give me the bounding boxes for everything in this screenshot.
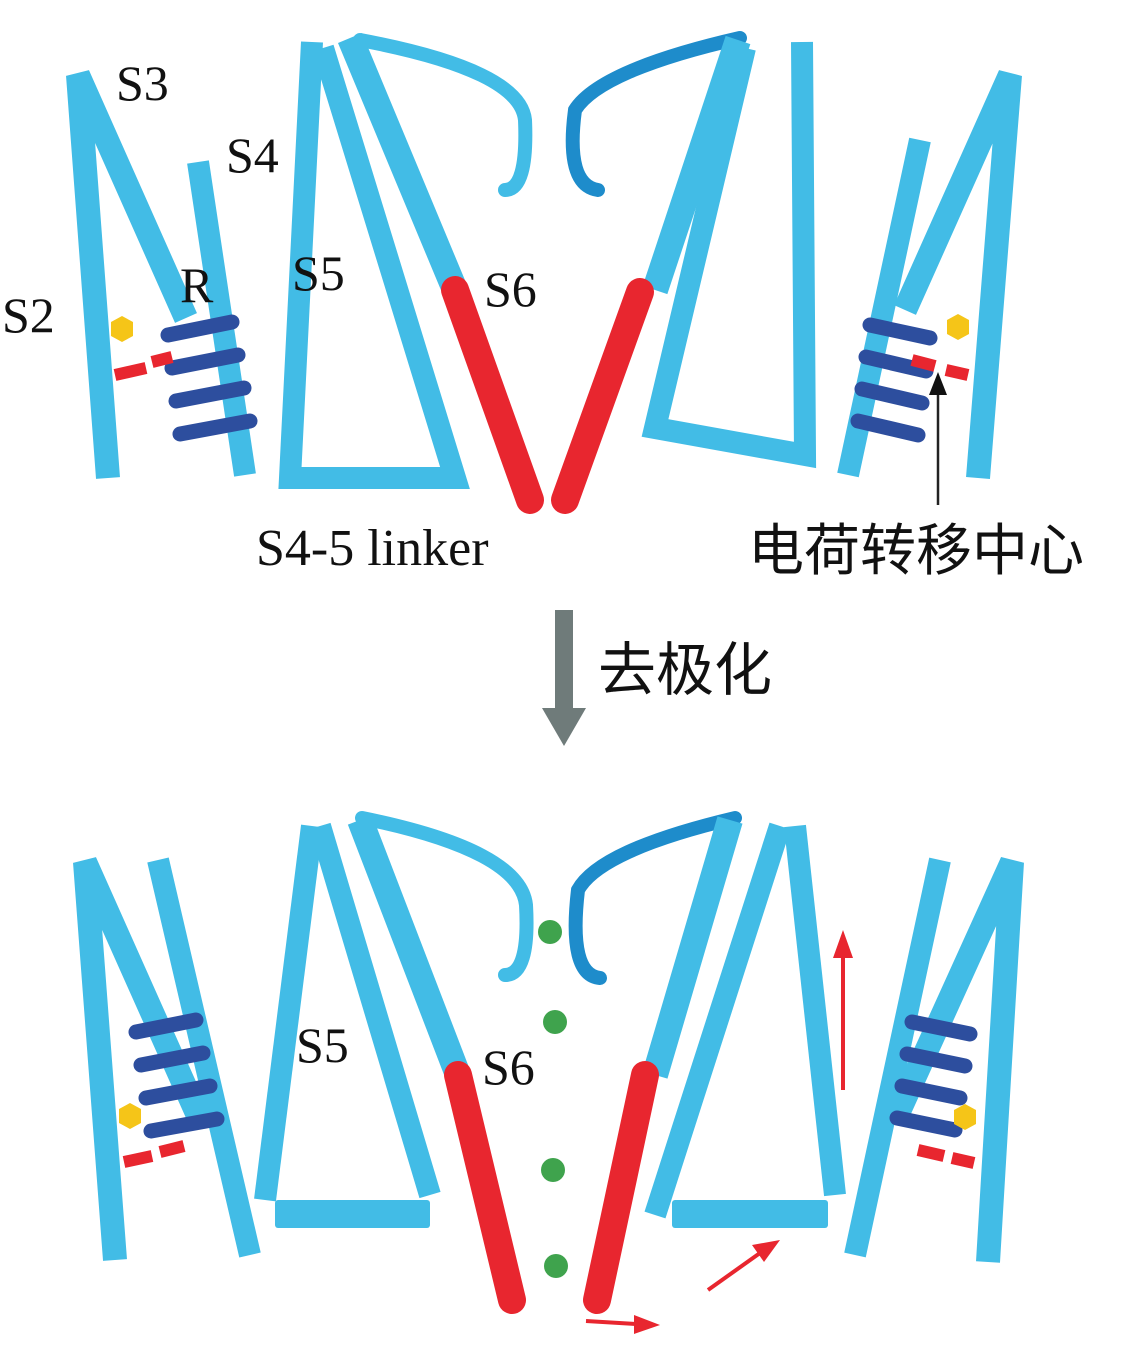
ion-dot: [541, 1158, 565, 1182]
s6-helix-red-left-bottom: [444, 1061, 526, 1314]
pore-loop-right-top: [565, 31, 747, 197]
salt-bridge-left-top: [113, 351, 174, 381]
salt-bridge-right-top: [910, 354, 970, 381]
ion-dots: [538, 920, 568, 1278]
charge-transfer-center-right-bottom: [954, 1104, 976, 1130]
down-arrow-icon: [542, 610, 586, 746]
depolarization-transition: 去极化: [542, 610, 772, 746]
s4-helix-bottom-right: [844, 857, 951, 1258]
label-s4: S4: [226, 127, 279, 183]
label-s6-top: S6: [484, 261, 537, 317]
arginine-charges-right-bottom: [889, 1014, 978, 1138]
s5-s6-outer-right: [644, 822, 791, 1219]
s5-s4-5-linker-helix-right: [641, 41, 817, 469]
label-s5-bottom: S5: [296, 1017, 349, 1073]
salt-bridge-left-bottom: [122, 1140, 186, 1168]
left-subunit-bottom: [73, 811, 534, 1314]
right-subunit-bottom: [568, 811, 1024, 1314]
s4-5-linker-bottom-right: [672, 1200, 828, 1228]
activated-state-panel: S5 S6: [73, 811, 1024, 1334]
s2-s3-helix-right: [894, 70, 1022, 479]
s6-helix-red-right-top: [551, 278, 654, 514]
motion-arrow-icon: [833, 930, 853, 1090]
ion-dot: [538, 920, 562, 944]
s5-s4-5-linker-helix: [278, 41, 470, 489]
s6-helix-blue-right-top: [642, 35, 751, 295]
label-s5-top: S5: [292, 245, 345, 301]
charge-transfer-center-left-top: [111, 316, 133, 342]
motion-arrow-icon: [585, 1315, 660, 1334]
s4-5-linker-bottom-left: [275, 1200, 430, 1228]
arginine-charges-left-top: [160, 314, 258, 442]
label-charge-transfer-center: 电荷转移中心: [748, 519, 1084, 584]
s6-helix-blue-left-bottom: [347, 815, 471, 1080]
s5-helix-bottom-right: [784, 824, 846, 1197]
right-subunit-top: [551, 31, 1022, 514]
arginine-charges-left-bottom: [128, 1012, 225, 1139]
ion-dot: [543, 1010, 567, 1034]
label-r: R: [180, 257, 214, 313]
resting-state-panel: S3 S4 S2 R S5 S6 S4-5 linker 电荷转移中心: [2, 31, 1084, 584]
left-subunit-top: [66, 33, 544, 514]
label-depolarization: 去极化: [598, 636, 772, 704]
label-s2: S2: [2, 287, 55, 343]
s6-helix-red-left-top: [441, 276, 544, 514]
up-arrow-icon: [929, 372, 947, 505]
s5-s6-outer-left: [309, 822, 441, 1199]
pore-loop-left-bottom: [355, 811, 534, 982]
label-s6-bottom: S6: [482, 1039, 535, 1095]
label-linker: S4-5 linker: [256, 520, 489, 577]
ion-dot: [544, 1254, 568, 1278]
pore-loop-right-bottom: [568, 811, 742, 985]
motion-arrow-icon: [706, 1240, 780, 1292]
charge-transfer-center-right-top: [947, 314, 969, 340]
label-s3: S3: [116, 55, 169, 111]
s6-helix-blue-left-top: [338, 33, 467, 295]
salt-bridge-right-bottom: [916, 1144, 976, 1169]
s6-helix-blue-right-bottom: [642, 816, 743, 1079]
pore-loop-left-top: [353, 33, 533, 197]
s2-s3-helix: [66, 70, 197, 479]
charge-transfer-center-left-bottom: [119, 1103, 141, 1129]
s5-helix-bottom: [254, 824, 323, 1202]
arginine-charges-right-top: [850, 317, 938, 443]
s6-helix-red-right-bottom: [583, 1061, 659, 1314]
